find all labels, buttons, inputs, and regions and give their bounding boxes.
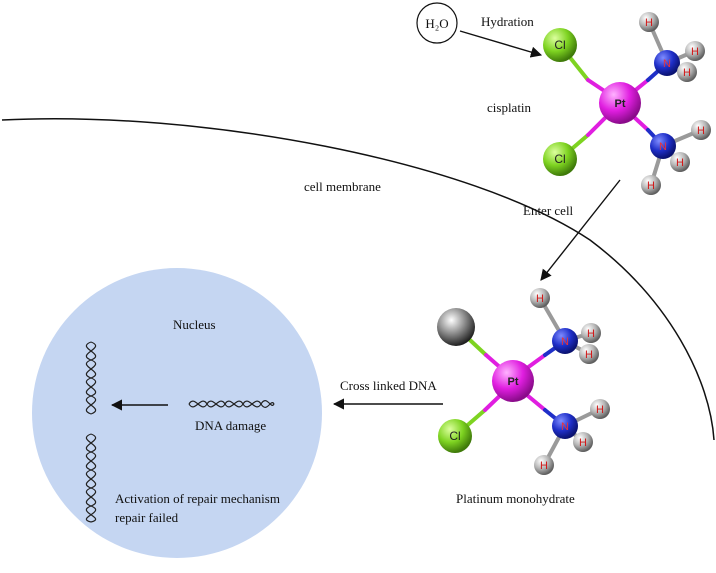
cell-membrane-label: cell membrane xyxy=(304,179,381,194)
atom-label-h: H xyxy=(536,293,544,305)
cisplatin-label: cisplatin xyxy=(487,100,532,115)
atom-label-h: H xyxy=(697,125,705,137)
cisplatin-platinum-atom xyxy=(599,82,641,124)
atom-label-h: H xyxy=(596,404,604,416)
monohydrate-hydrogen-atom xyxy=(590,399,610,419)
platinum-monohydrate-molecule: Cl Pt N N H H H H H H xyxy=(437,288,610,475)
atom-label-cl: Cl xyxy=(554,152,565,166)
cisplatin-nitrogen-atom-bottom xyxy=(650,133,676,159)
atom-label-cl: Cl xyxy=(554,38,565,52)
cisplatin-hydrogen-atom xyxy=(691,120,711,140)
atom-label-cl: Cl xyxy=(449,429,460,443)
arrow-enter-cell xyxy=(540,179,621,281)
atom-label-n: N xyxy=(663,58,671,70)
atom-label-h: H xyxy=(587,328,595,340)
monohydrate-nitrogen-atom-bottom xyxy=(552,413,578,439)
cisplatin-molecule: Cl Cl Pt N N H H H H H H xyxy=(543,12,711,195)
atom-label-h: H xyxy=(691,46,699,58)
monohydrate-platinum-atom xyxy=(492,360,534,402)
water-circle xyxy=(416,2,458,44)
cisplatin-nitrogen-atom-top xyxy=(654,50,680,76)
cisplatin-chlorine-atom-bottom xyxy=(543,142,577,176)
cisplatin-chlorine-atom-top xyxy=(543,28,577,62)
atom-label-h: H xyxy=(579,437,587,449)
cross-linked-dna-label: Cross linked DNA xyxy=(340,378,437,393)
enter-cell-label: Enter cell xyxy=(523,203,574,218)
monohydrate-hydrogen-atom xyxy=(581,323,601,343)
monohydrate-hydrogen-atom xyxy=(530,288,550,308)
hydration-label: Hydration xyxy=(481,14,534,29)
water-ball-atom xyxy=(437,308,475,346)
atom-label-pt: Pt xyxy=(615,98,626,110)
dna-helix-damaged xyxy=(188,400,275,408)
dna-helix-upper xyxy=(85,341,97,415)
atom-label-h: H xyxy=(676,157,684,169)
cisplatin-hydrogen-atom xyxy=(641,175,661,195)
cisplatin-hydrogen-atom xyxy=(639,12,659,32)
arrow-hydration xyxy=(459,30,543,58)
platinum-monohydrate-label: Platinum monohydrate xyxy=(456,491,575,506)
atom-label-n: N xyxy=(561,336,569,348)
atom-label-h: H xyxy=(645,17,653,29)
dna-helix-lower xyxy=(85,433,97,523)
cisplatin-hydrogen-atom xyxy=(677,62,697,82)
atom-label-n: N xyxy=(561,421,569,433)
repair-mechanism-label: Activation of repair mechanism xyxy=(115,491,280,506)
cisplatin-hydrogen-atom xyxy=(685,41,705,61)
nucleus xyxy=(32,268,322,558)
atom-label-h: H xyxy=(647,180,655,192)
atom-label-n: N xyxy=(659,141,667,153)
cisplatin-hydrogen-atom xyxy=(670,152,690,172)
monohydrate-hydrogen-atom xyxy=(534,455,554,475)
water-label: H₂O xyxy=(425,16,448,31)
monohydrate-hydrogen-atom xyxy=(579,344,599,364)
repair-failed-label: repair failed xyxy=(115,510,179,525)
nucleus-label: Nucleus xyxy=(173,317,216,332)
atom-label-h: H xyxy=(683,67,691,79)
monohydrate-hydrogen-atom xyxy=(573,432,593,452)
monohydrate-nitrogen-atom-top xyxy=(552,328,578,354)
atom-label-pt: Pt xyxy=(508,376,519,388)
cell-membrane-curve xyxy=(1,117,715,441)
atom-label-h: H xyxy=(585,349,593,361)
dna-damage-label: DNA damage xyxy=(195,418,266,433)
monohydrate-chlorine-atom xyxy=(438,419,472,453)
atom-label-h: H xyxy=(540,460,548,472)
